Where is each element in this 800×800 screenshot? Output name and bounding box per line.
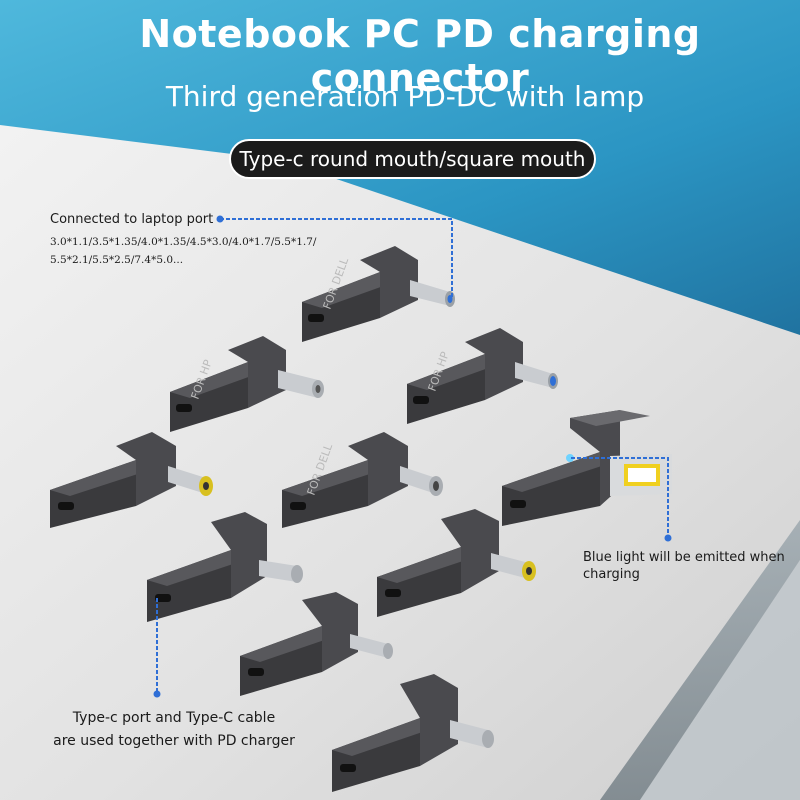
adapter-silver-bottom-mid [240, 592, 393, 696]
adapter-silver-lower-left [147, 512, 303, 622]
laptop-port-label: Connected to laptop port [50, 212, 214, 227]
typec-line-2: are used together with PD charger [53, 733, 295, 749]
page-title: Notebook PC PD charging connector [139, 12, 701, 100]
adapter-dell-center: FOR DELL [282, 432, 443, 528]
page-subtitle: Third generation PD-DC with lamp [165, 80, 645, 113]
port-sizes-list: 3.0*1.1/3.5*1.35/4.0*1.35/4.5*3.0/4.0*1.… [50, 233, 340, 269]
typec-line-1: Type-c port and Type-C cable [72, 710, 276, 726]
port-sizes-line-1: 3.0*1.1/3.5*1.35/4.0*1.35/4.5*3.0/4.0*1.… [50, 236, 317, 248]
type-badge: Type-c round mouth/square mouth [229, 139, 596, 179]
adapter-silver-bottom-right [332, 674, 494, 792]
blue-light-line-2: charging [583, 567, 640, 582]
adapter-yellow-left [50, 432, 213, 528]
adapter-yellow-lower-right [377, 509, 536, 617]
blue-light-line-1: Blue light will be emitted when [583, 550, 785, 565]
port-sizes-line-2: 5.5*2.1/5.5*2.5/7.4*5.0... [50, 254, 184, 266]
typec-note: Type-c port and Type-C cable are used to… [44, 707, 304, 753]
adapter-hp-right: FOR HP [407, 328, 558, 424]
adapter-hp-left: FOR HP [170, 336, 324, 432]
blue-light-note: Blue light will be emitted when charging [583, 549, 793, 583]
